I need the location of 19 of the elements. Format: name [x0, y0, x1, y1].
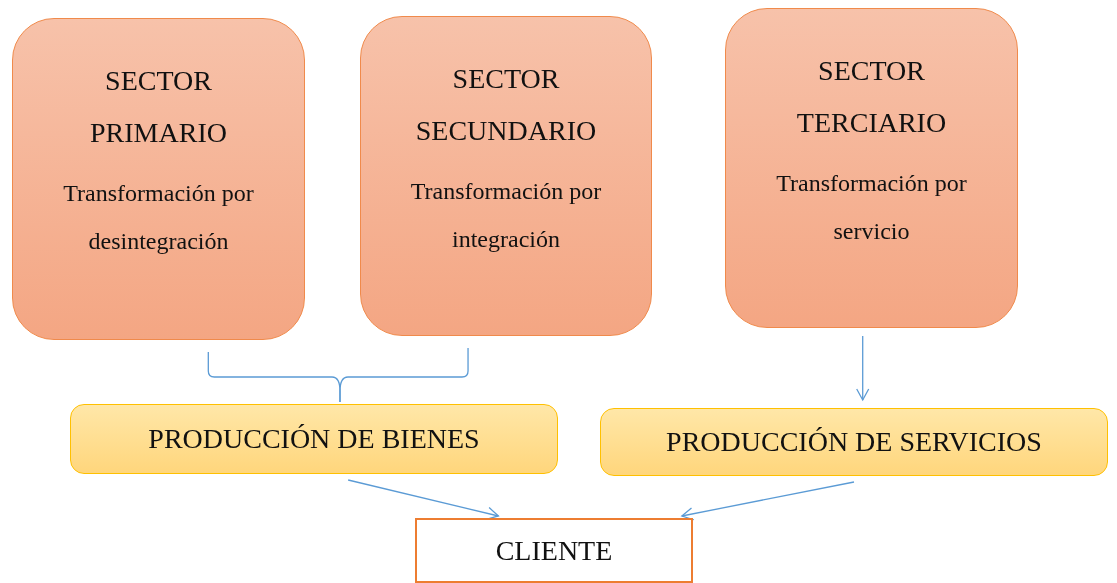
arrow — [681, 481, 855, 521]
node-title: PRODUCCIÓN DE BIENES — [148, 423, 480, 455]
sector-box — [12, 18, 305, 340]
node-title: CLIENTE — [495, 534, 613, 567]
node-description: Transformación por integración — [409, 177, 603, 254]
node-title: PRODUCCIÓN DE SERVICIOS — [666, 426, 1042, 458]
production-box — [70, 404, 558, 474]
bracket-connector — [339, 347, 469, 403]
node-description: Transformación por desintegración — [62, 179, 255, 256]
client-box — [415, 518, 693, 583]
node-title: SECTOR TERCIARIO — [795, 54, 948, 140]
sector-box — [725, 8, 1018, 328]
production-box — [600, 408, 1108, 476]
node-description: Transformación por servicio — [775, 169, 968, 246]
arrow — [856, 335, 870, 401]
node-title: SECTOR SECUNDARIO — [414, 62, 598, 148]
arrow — [347, 479, 500, 520]
node-title: SECTOR PRIMARIO — [89, 64, 228, 150]
sector-box — [360, 16, 652, 336]
